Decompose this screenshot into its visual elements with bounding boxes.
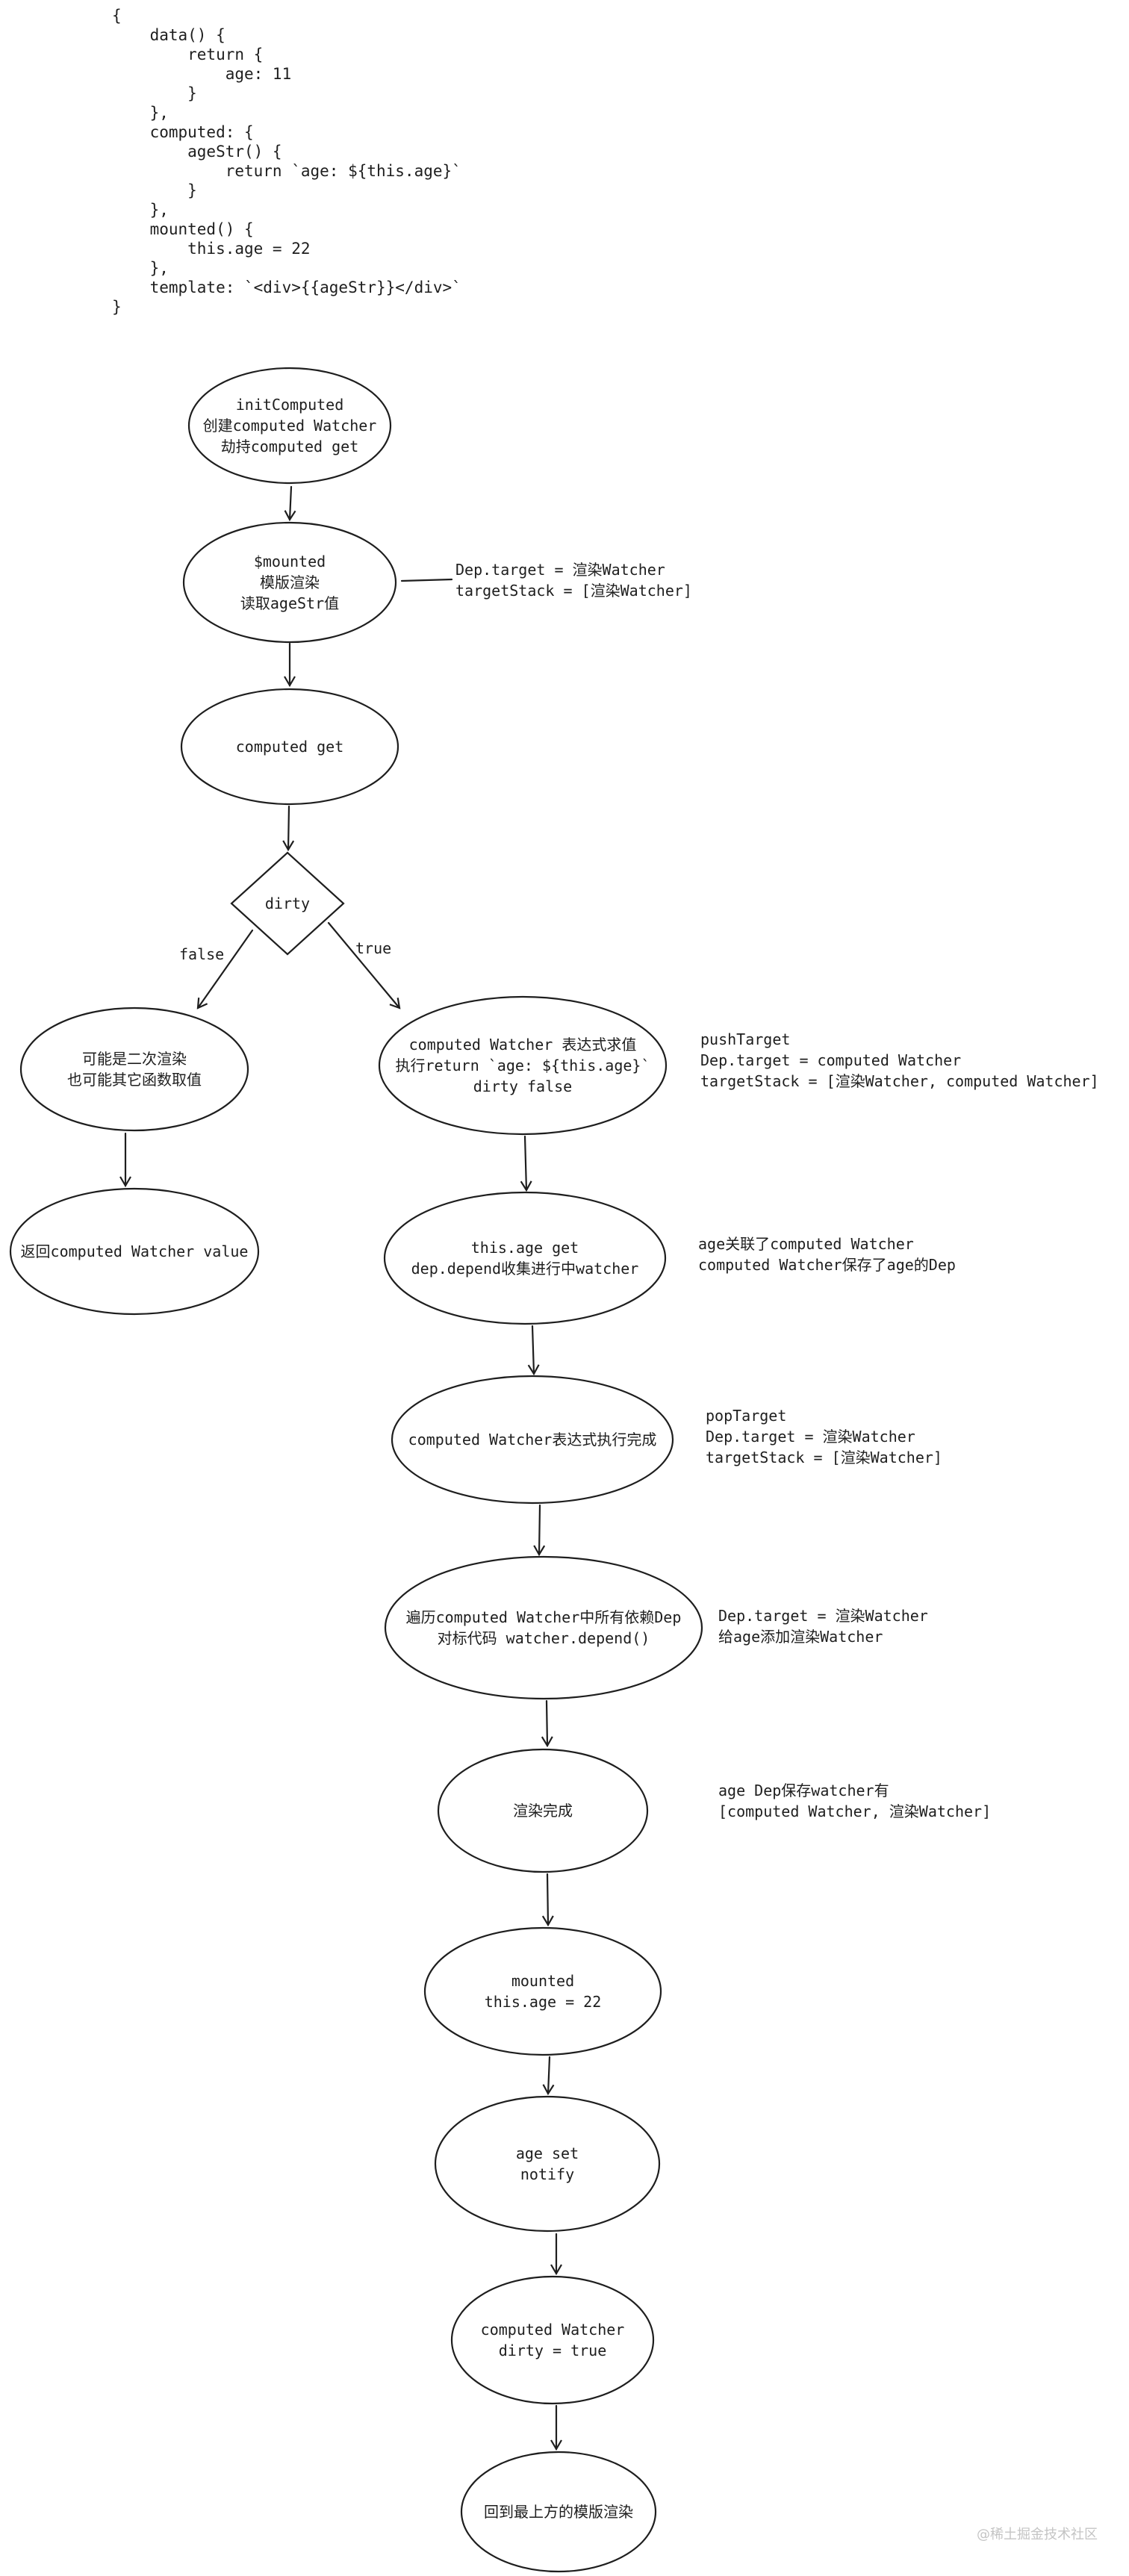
evaluate-label: computed Watcher 表达式求值 执行return `age: ${… (395, 1036, 650, 1095)
pop-target-note: popTarget Dep.target = 渲染Watcher targetS… (706, 1407, 942, 1466)
arrow-mounted-set-to-age-set (542, 2056, 555, 2096)
maybe-second-render-node (19, 1007, 249, 1132)
dirty-label: dirty (264, 895, 311, 912)
arrow-computed-get-to-dirty (282, 805, 295, 852)
arrow-dirty-false (196, 929, 254, 1009)
arrow-render-done-to-mounted-set (541, 1873, 554, 1927)
traverse-deps-node (384, 1555, 703, 1700)
eval-done-node (391, 1375, 674, 1505)
arrow-eval-done-to-traverse (533, 1504, 546, 1557)
evaluate-node (378, 995, 668, 1136)
traverse-deps-label: 遍历computed Watcher中所有依赖Dep 对标代码 watcher.… (405, 1608, 682, 1647)
dep-saved-note: age Dep保存watcher有 [computed Watcher, 渲染W… (718, 1782, 992, 1820)
render-done-label: 渲染完成 (513, 1802, 573, 1820)
eval-done-label: computed Watcher表达式执行完成 (408, 1431, 657, 1449)
true-edge-label: true (355, 939, 392, 957)
computed-dirty-label: computed Watcher dirty = true (480, 2321, 625, 2359)
dirty-decision (230, 851, 345, 956)
init-computed-node (187, 367, 392, 485)
age-get-node (383, 1191, 667, 1325)
back-to-top-node (460, 2451, 657, 2573)
mounted-note-connector (400, 578, 453, 582)
age-set-node (434, 2095, 661, 2233)
age-set-label: age set notify (515, 2144, 579, 2183)
code-snippet: { data() { return { age: 11 } }, compute… (112, 7, 461, 316)
computed-get-node (180, 688, 399, 806)
arrow-evaluate-to-age-get (520, 1135, 532, 1192)
computed-dirty-node (450, 2275, 655, 2405)
push-target-note: pushTarget Dep.target = computed Watcher… (700, 1030, 1099, 1090)
mounted-note: Dep.target = 渲染Watcher targetStack = [渲染… (455, 561, 692, 600)
age-get-label: this.age get dep.depend收集进行中watcher (411, 1239, 639, 1278)
init-computed-label: initComputed 创建computed Watcher 劫持comput… (202, 396, 377, 455)
mounted-label: $mounted 模版渲染 读取ageStr值 (240, 553, 340, 612)
false-edge-label: false (179, 945, 225, 963)
age-linked-note: age关联了computed Watcher computed Watcher保… (698, 1235, 956, 1274)
return-value-label: 返回computed Watcher value (20, 1242, 249, 1260)
add-render-watcher-note: Dep.target = 渲染Watcher 给age添加渲染Watcher (718, 1607, 928, 1646)
arrow-age-get-to-eval-done (527, 1325, 540, 1376)
mounted-set-label: mounted this.age = 22 (484, 1972, 602, 2011)
return-value-node (9, 1187, 260, 1316)
maybe-second-render-label: 可能是二次渲染 也可能其它函数取值 (67, 1050, 202, 1089)
computed-get-label: computed get (235, 738, 344, 756)
watermark: @稀土掘金技术社区 (977, 2527, 1098, 2542)
render-done-node (437, 1748, 649, 1873)
mounted-node (182, 521, 397, 644)
arrow-dirty-true (327, 921, 401, 1009)
mounted-set-node (423, 1926, 662, 2056)
back-to-top-label: 回到最上方的模版渲染 (484, 2503, 633, 2521)
arrow-init-to-mounted (284, 485, 296, 522)
